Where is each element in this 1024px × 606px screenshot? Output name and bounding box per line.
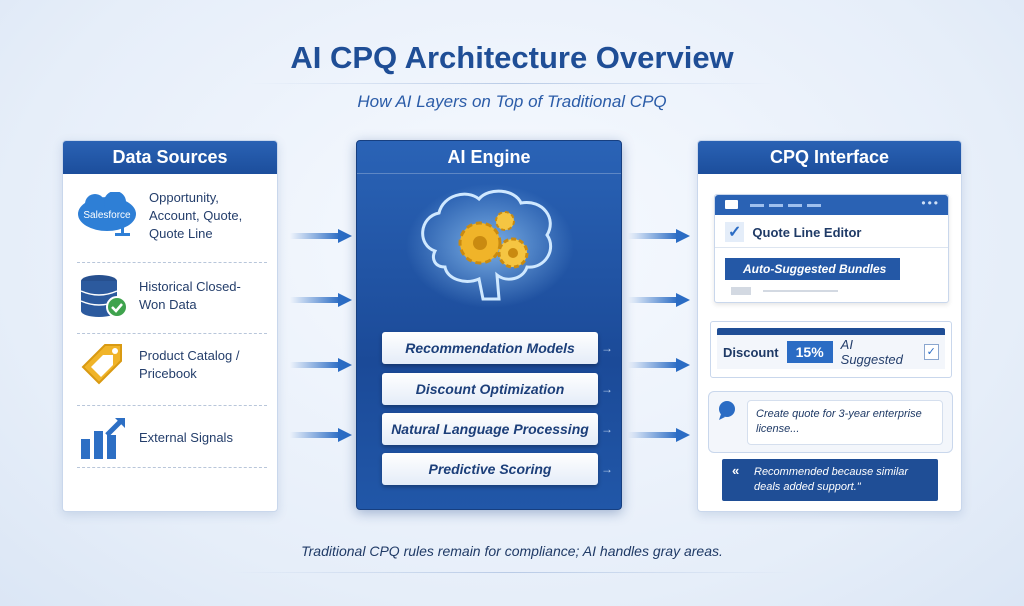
page-title: AI CPQ Architecture Overview: [290, 40, 734, 75]
source-item: Salesforce Opportunity, Account, Quote, …: [77, 189, 267, 243]
ai-suggested-label: AI Suggested: [840, 337, 903, 367]
arrow-right-icon: [628, 358, 690, 372]
ai-response: « Recommended because similar deals adde…: [722, 459, 938, 501]
source-label: External Signals: [139, 430, 233, 445]
data-sources-panel: Data Sources Salesforce Opportunity, Acc…: [62, 140, 278, 512]
source-label: Product Catalog / Pricebook: [139, 348, 240, 381]
discount-value[interactable]: 15%: [786, 341, 833, 363]
more-icon[interactable]: •••: [921, 196, 940, 210]
divider: [250, 83, 774, 84]
source-label: Opportunity, Account, Quote, Quote Line: [149, 190, 243, 241]
discount-card: Discount 15% AI Suggested ✓: [710, 321, 952, 378]
arrow-right-icon: [290, 358, 352, 372]
arrow-right-icon: →: [601, 341, 613, 355]
divider: [230, 572, 794, 573]
ai-engine-panel: AI Engine Recommendation Models Discount…: [356, 140, 622, 510]
checkbox-checked-icon[interactable]: ✓: [923, 344, 939, 360]
placeholder-row: [731, 287, 751, 295]
brain-gears-icon: [406, 184, 574, 308]
module-discount-optimization: Discount Optimization: [382, 373, 598, 405]
panel-header: CPQ Interface: [698, 141, 961, 174]
bar-chart-up-icon: [81, 418, 125, 459]
divider: [77, 333, 267, 334]
chat-icon: [725, 200, 738, 209]
divider: [77, 467, 267, 468]
discount-label: Discount: [723, 344, 779, 360]
panel-header: AI Engine: [357, 141, 621, 174]
arrow-right-icon: [290, 293, 352, 307]
source-item: External Signals: [77, 415, 267, 461]
menu-placeholder: [750, 204, 825, 207]
module-predictive-scoring: Predictive Scoring: [382, 453, 598, 485]
arrow-right-icon: [290, 428, 352, 442]
window-titlebar: •••: [715, 195, 948, 215]
divider: [77, 405, 267, 406]
arrow-right-icon: [628, 428, 690, 442]
quote-editor-window: ••• ✓ Quote Line Editor Auto-Suggested B…: [714, 194, 949, 303]
module-natural-language-processing: Natural Language Processing: [382, 413, 598, 445]
panel-header: Data Sources: [63, 141, 277, 174]
quote-icon: «: [732, 463, 740, 478]
arrow-right-icon: [290, 229, 352, 243]
placeholder-row: [763, 290, 838, 292]
price-tag-icon: [81, 344, 122, 385]
page-subtitle: How AI Layers on Top of Traditional CPQ: [357, 92, 667, 111]
checkbox-checked-icon[interactable]: ✓: [725, 222, 745, 242]
editor-title: Quote Line Editor: [752, 224, 862, 240]
svg-text:Salesforce: Salesforce: [83, 210, 131, 221]
database-check-icon: [80, 275, 128, 318]
arrow-right-icon: →: [601, 422, 613, 436]
arrow-right-icon: →: [601, 462, 613, 476]
ai-response-text: Recommended because similar deals added …: [754, 466, 909, 493]
chat-prompt-card: Create quote for 3-year enterprise licen…: [708, 391, 953, 453]
source-item: Product Catalog / Pricebook: [77, 341, 267, 389]
source-item: Historical Closed-Won Data: [77, 273, 267, 319]
module-recommendation-models: Recommendation Models: [382, 332, 598, 364]
cpq-interface-panel: CPQ Interface ••• ✓ Quote Line Editor Au…: [697, 140, 962, 512]
source-label: Historical Closed-Won Data: [139, 279, 241, 312]
arrow-right-icon: [628, 229, 690, 243]
divider: [77, 262, 267, 263]
arrow-right-icon: [628, 293, 690, 307]
salesforce-cloud-icon: Salesforce: [78, 192, 136, 236]
auto-suggested-bundles-banner[interactable]: Auto-Suggested Bundles: [725, 258, 900, 280]
footer-note: Traditional CPQ rules remain for complia…: [301, 543, 723, 559]
arrow-right-icon: →: [601, 382, 613, 396]
chat-prompt: Create quote for 3-year enterprise licen…: [747, 400, 943, 445]
chat-bubble-icon: [719, 401, 735, 420]
